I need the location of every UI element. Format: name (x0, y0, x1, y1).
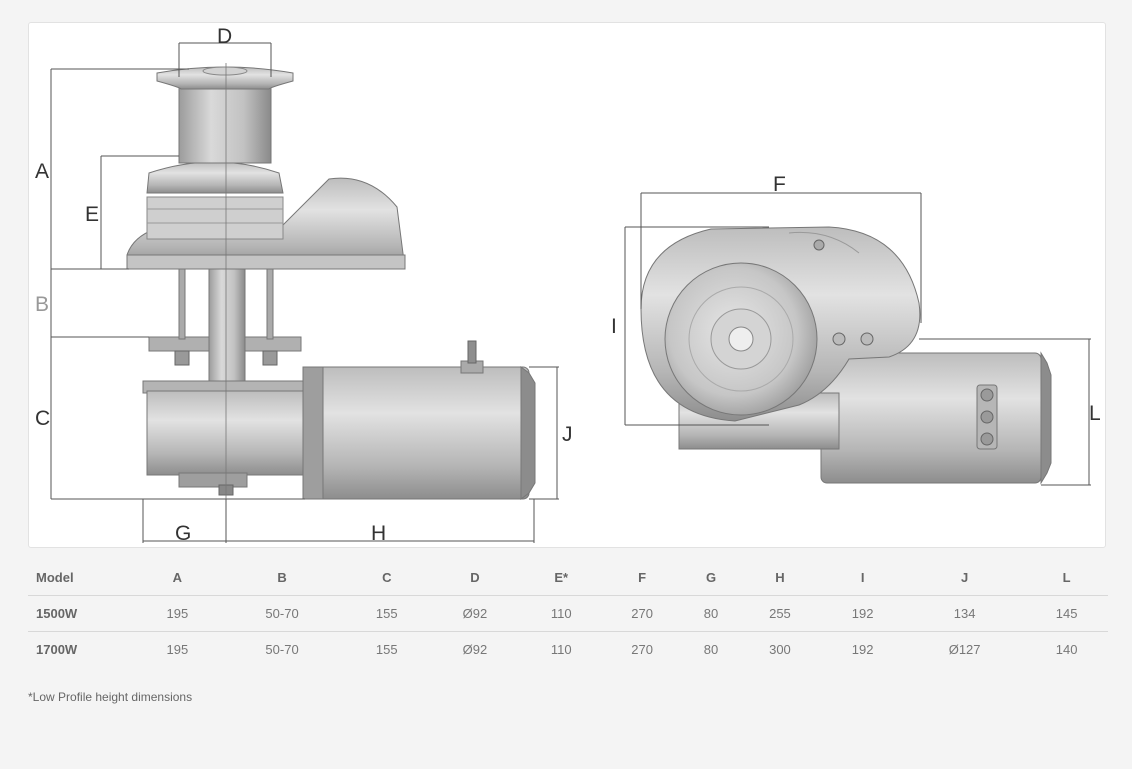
table-cell: 155 (375, 642, 398, 657)
drum-cover (146, 161, 284, 194)
diagram-panel: D A B C E J G H (28, 22, 1106, 548)
label-l: L (1089, 402, 1101, 425)
table-row: 1700W 195 50-70 155 Ø92 110 270 80 300 1… (28, 632, 1108, 668)
col-header: A (136, 560, 219, 596)
table-cell: 1700W (36, 642, 78, 657)
label-i: I (611, 315, 617, 338)
label-j: J (562, 423, 573, 446)
motor-body (304, 366, 530, 500)
capstan-drum (178, 84, 272, 164)
motor-body-front (820, 352, 1042, 484)
label-g: G (175, 522, 191, 545)
col-header: F (600, 560, 684, 596)
col-header: I (821, 560, 904, 596)
table-cell: 110 (521, 595, 601, 632)
top-housing (126, 177, 406, 270)
table-cell: 155 (345, 595, 429, 632)
table-cell: Ø127 (948, 642, 981, 657)
table-cell: 300 (769, 642, 791, 657)
dimensions-table: Model A B C D E* F G H I J L 1500W 195 5… (28, 560, 1108, 667)
label-d: D (217, 25, 232, 48)
gearbox-bottom (178, 472, 248, 488)
col-header: L (1025, 560, 1108, 596)
table-row: 1500W 195 50-70 155 Ø92 110 270 80 255 1… (28, 595, 1108, 632)
nut-left (174, 350, 190, 366)
table-cell: 195 (136, 595, 219, 632)
motor-terminal-bolt (467, 340, 477, 364)
col-header: E* (521, 560, 601, 596)
label-e: E (85, 203, 99, 226)
side-view (126, 63, 536, 503)
table-cell: 110 (550, 642, 572, 657)
table-cell: 80 (683, 595, 739, 632)
shaft-tube (208, 268, 246, 382)
motor-end-cap (520, 366, 536, 500)
table-cell: 50-70 (218, 595, 346, 632)
label-f: F (773, 173, 786, 196)
col-header: G (683, 560, 739, 596)
label-b: B (35, 293, 49, 316)
front-view (640, 226, 1052, 485)
table-cell: 270 (600, 595, 684, 632)
col-header: H (738, 560, 822, 596)
col-header: B (218, 560, 346, 596)
table-cell: 192 (821, 595, 904, 632)
col-header: Model (28, 560, 136, 596)
windlass-drawing: D A B C E J G H (35, 25, 1101, 545)
stud-left (178, 266, 186, 340)
table-cell: 270 (631, 642, 653, 657)
table-cell: 145 (1025, 595, 1108, 632)
label-a: A (35, 160, 49, 183)
housing-base (126, 254, 406, 270)
table-cell: 140 (1055, 642, 1078, 657)
table-cell: 134 (904, 595, 1026, 632)
drive-hub (728, 326, 754, 352)
dimensions-table-wrap: Model A B C D E* F G H I J L 1500W 195 5… (28, 560, 1108, 667)
side-view-dimensions: D A B C E J G H (35, 25, 573, 545)
front-view-dimensions: F I L (611, 173, 1101, 486)
table-cell: 50-70 (265, 642, 299, 657)
stud-right (266, 266, 274, 340)
table-cell: 195 (166, 642, 189, 657)
footnote: *Low Profile height dimensions (28, 690, 193, 704)
nut-right (262, 350, 278, 366)
label-c: C (35, 407, 50, 430)
table-cell: 192 (851, 642, 874, 657)
col-header: C (345, 560, 429, 596)
label-h: H (371, 522, 386, 545)
table-cell: 1500W (28, 595, 136, 632)
gearbox-body (146, 390, 304, 476)
table-header-row: Model A B C D E* F G H I J L (28, 560, 1108, 596)
col-header: J (904, 560, 1026, 596)
motor-flange (302, 366, 324, 500)
gypsy (146, 196, 284, 240)
table-cell: 80 (703, 642, 719, 657)
table-cell: Ø92 (462, 642, 488, 657)
col-header: D (428, 560, 522, 596)
table-cell: Ø92 (428, 595, 522, 632)
table-cell: 255 (738, 595, 822, 632)
